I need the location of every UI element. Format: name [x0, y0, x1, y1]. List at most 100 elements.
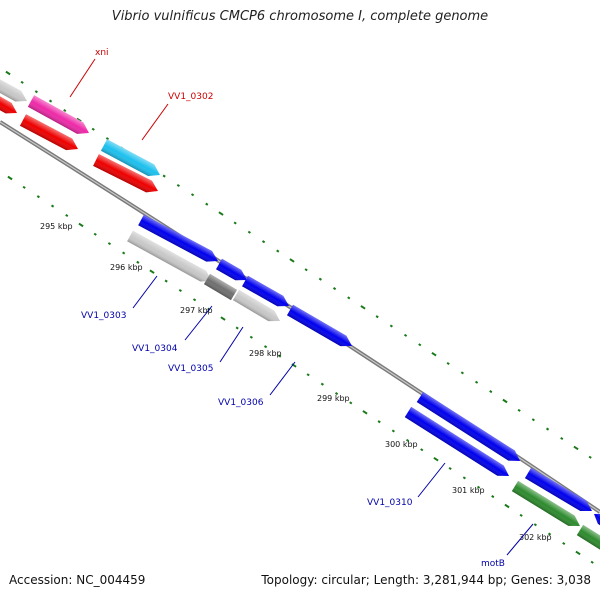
- scale-tick: [306, 373, 310, 377]
- kbp-label: 296 kbp: [110, 263, 143, 272]
- scale-tick: [192, 298, 197, 302]
- gene-vv1-0303[interactable]: [127, 230, 215, 287]
- scale-tick: [190, 193, 195, 197]
- scale-tick: [446, 361, 450, 365]
- scale-tick: [263, 345, 268, 349]
- kbp-label: 295 kbp: [40, 222, 73, 231]
- scale-tick: [91, 127, 95, 131]
- kbp-label: 298 kbp: [249, 349, 282, 358]
- scale-tick: [560, 436, 564, 440]
- scale-tick: [247, 230, 251, 234]
- kbp-label: 301 kbp: [452, 486, 485, 495]
- gene-label-vv1-0303[interactable]: VV1_0303: [81, 311, 126, 321]
- scale-tick: [20, 80, 24, 84]
- gene-blue-b[interactable]: [216, 258, 250, 285]
- gene-blue-e[interactable]: [524, 467, 595, 516]
- gene-vv1-0302[interactable]: [100, 139, 163, 180]
- scale-tick: [164, 279, 168, 283]
- kbp-label: 299 kbp: [317, 394, 350, 403]
- scale-tick: [502, 398, 508, 404]
- scale-tick: [504, 503, 510, 509]
- scale-tick: [36, 195, 40, 199]
- scale-tick: [233, 221, 237, 225]
- scale-tick: [391, 429, 395, 433]
- scale-tick: [176, 183, 180, 187]
- scale-tick: [278, 354, 282, 358]
- scale-tick: [34, 90, 38, 94]
- scale-tick: [588, 455, 592, 459]
- scale-tick: [178, 288, 182, 292]
- scale-tick: [418, 343, 422, 347]
- gene-label-vv1-0302[interactable]: VV1_0302: [168, 92, 213, 102]
- scale-tick: [48, 99, 53, 103]
- gene-blue-a[interactable]: [138, 214, 221, 267]
- scale-tick: [107, 242, 112, 246]
- gene-label-xni[interactable]: xni: [95, 48, 109, 58]
- gene-green-2[interactable]: [576, 524, 600, 555]
- scale-tick: [375, 315, 379, 319]
- gene-label-vv1-0310[interactable]: VV1_0310: [367, 498, 413, 508]
- scale-tick: [304, 268, 308, 272]
- gene-vv1-0304[interactable]: [203, 273, 238, 301]
- scale-tick: [531, 418, 535, 422]
- gene-blue-f[interactable]: [591, 509, 600, 531]
- scale-tick: [349, 401, 353, 405]
- scale-tick: [431, 351, 437, 357]
- scale-tick: [562, 541, 566, 545]
- scale-tick: [347, 296, 351, 300]
- scale-tick: [474, 380, 479, 384]
- scale-tick: [261, 240, 266, 244]
- gene-vv1-0306[interactable]: [286, 304, 355, 351]
- scale-tick: [235, 326, 239, 330]
- scale-tick: [249, 335, 253, 339]
- scale-tick: [136, 260, 140, 264]
- scale-tick: [276, 249, 280, 253]
- gene-gray-topleft[interactable]: [0, 78, 30, 107]
- scale-tick: [491, 495, 495, 499]
- scale-tick: [377, 420, 381, 424]
- scale-tick: [433, 456, 439, 462]
- kbp-label: 297 kbp: [180, 306, 213, 315]
- scale-tick: [533, 523, 537, 527]
- scale-tick: [7, 175, 13, 181]
- gene-label-vv1-0304[interactable]: VV1_0304: [132, 344, 178, 354]
- gene-label-motb[interactable]: motB: [481, 559, 505, 569]
- scale-tick: [360, 305, 366, 310]
- scale-tick: [78, 222, 84, 228]
- scale-tick: [105, 137, 110, 141]
- scale-tick: [420, 448, 424, 452]
- scale-tick: [65, 213, 69, 217]
- kbp-label: 302 kbp: [519, 533, 552, 542]
- gene-blue-d[interactable]: [416, 391, 523, 466]
- scale-tick: [162, 174, 166, 178]
- scale-tick: [332, 287, 337, 291]
- gene-blue-c[interactable]: [242, 275, 292, 311]
- map-title: Vibrio vulnificus CMCP6 chromosome I, co…: [111, 9, 489, 24]
- scale-tick: [22, 185, 26, 189]
- scale-tick: [489, 390, 493, 394]
- gene-vv1-0310[interactable]: [404, 406, 512, 481]
- gene-red-topleft[interactable]: [0, 95, 20, 118]
- scale-tick: [50, 204, 55, 208]
- gene-red-3[interactable]: [93, 154, 161, 197]
- kbp-scale-labels: 295 kbp 296 kbp 297 kbp 298 kbp 299 kbp …: [40, 222, 552, 542]
- scale-tick: [5, 70, 11, 76]
- scale-tick: [218, 211, 224, 216]
- scale-tick: [318, 277, 322, 281]
- gene-vv1-0305[interactable]: [232, 289, 283, 326]
- scale-tick: [462, 476, 466, 480]
- topology-summary: Topology: circular; Length: 3,281,944 bp…: [261, 573, 591, 587]
- scale-tick: [573, 445, 579, 451]
- scale-tick: [93, 232, 97, 236]
- gene-label-vv1-0305[interactable]: VV1_0305: [168, 364, 213, 374]
- gene-motb[interactable]: [511, 480, 583, 531]
- scale-tick: [590, 560, 594, 564]
- gene-label-vv1-0306[interactable]: VV1_0306: [218, 398, 264, 408]
- scale-tick: [289, 258, 295, 263]
- scale-tick: [476, 485, 481, 489]
- kbp-label: 300 kbp: [385, 440, 418, 449]
- gene-xni[interactable]: [27, 95, 92, 138]
- gene-red-2[interactable]: [19, 114, 81, 154]
- scale-tick: [460, 371, 464, 375]
